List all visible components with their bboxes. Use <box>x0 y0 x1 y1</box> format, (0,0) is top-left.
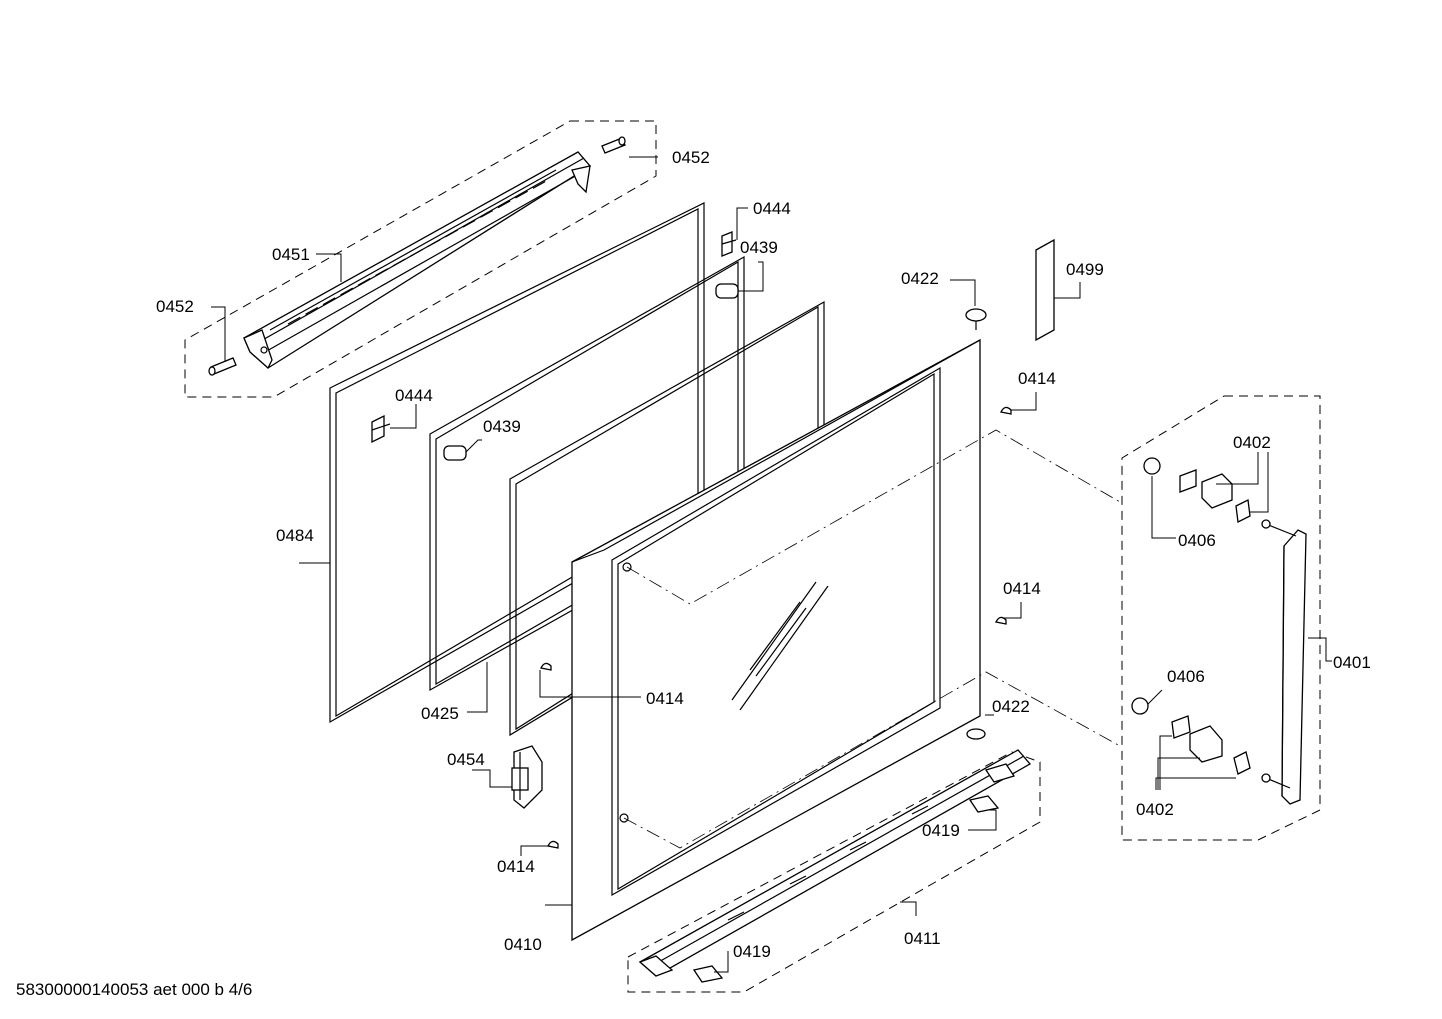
clip-0439-bottom <box>443 439 482 461</box>
label-0406-upper: 0406 <box>1178 531 1216 550</box>
label-0414-d: 0414 <box>497 857 535 876</box>
label-0410: 0410 <box>504 935 542 954</box>
label-0444-bottom: 0444 <box>395 386 433 405</box>
latch-0454 <box>472 745 543 809</box>
label-0414-a: 0414 <box>1018 369 1056 388</box>
label-0451: 0451 <box>272 245 310 264</box>
bracket-0419-b <box>692 951 729 983</box>
pin-0452-left <box>208 357 237 376</box>
pin-0452-right <box>601 136 626 154</box>
part-labels: 0452 0452 0451 0444 0444 0439 0439 0484 … <box>156 148 1371 961</box>
label-0425: 0425 <box>421 704 459 723</box>
screw-0422-top <box>950 279 987 330</box>
block-0402-upper <box>1201 473 1233 509</box>
label-0402-upper: 0402 <box>1233 433 1271 452</box>
label-0499: 0499 <box>1066 260 1104 279</box>
bushing-0414-a <box>1000 392 1037 415</box>
clip-0444-bottom <box>371 404 417 444</box>
label-0414-c: 0414 <box>646 689 684 708</box>
label-0419-b: 0419 <box>733 942 771 961</box>
inner-door-frame <box>571 338 981 942</box>
handle-boundary <box>1121 395 1321 841</box>
label-0402-lower: 0402 <box>1136 800 1174 819</box>
bottom-trim-group <box>627 749 1041 993</box>
bracket-0419-a <box>968 795 1000 831</box>
label-0422-bottom: 0422 <box>992 697 1030 716</box>
label-0401: 0401 <box>1333 653 1371 672</box>
block-0402-lower <box>1189 725 1223 763</box>
label-0422-top: 0422 <box>901 269 939 288</box>
cap-0406-upper <box>1143 457 1161 475</box>
label-0444-top: 0444 <box>753 199 791 218</box>
label-0454: 0454 <box>447 750 485 769</box>
label-0414-b: 0414 <box>1003 579 1041 598</box>
clip-0439-top <box>715 261 764 299</box>
assembly-line-lower <box>623 671 1121 849</box>
handle-bar-0401 <box>1281 529 1307 805</box>
bushing-0414-b <box>995 602 1022 625</box>
clip-0444-top <box>721 207 748 257</box>
label-0411: 0411 <box>904 929 941 948</box>
top-trim-endcap <box>243 329 273 370</box>
handle-group <box>1121 395 1332 841</box>
top-trim-group <box>184 120 658 398</box>
label-0406-lower: 0406 <box>1167 667 1205 686</box>
drawing-reference-footer: 58300000140053 aet 000 b 4/6 <box>16 980 253 999</box>
label-0452-left: 0452 <box>156 297 194 316</box>
washer-0422-bottom <box>966 714 994 740</box>
inner-door-0410 <box>545 338 981 942</box>
label-0439-top: 0439 <box>740 238 778 257</box>
label-strip-0499 <box>1035 238 1081 342</box>
label-0439-bottom: 0439 <box>483 417 521 436</box>
assembly-line-upper <box>626 429 1121 605</box>
label-0484: 0484 <box>276 526 314 545</box>
plate-0402-lower <box>1171 715 1191 739</box>
top-trim-boundary <box>184 120 657 398</box>
cap-0406-lower <box>1131 697 1149 715</box>
label-0419-a: 0419 <box>922 821 960 840</box>
plate-0402-upper <box>1179 469 1197 493</box>
bottom-trim-boundary <box>627 751 1041 993</box>
bushing-0414-c <box>539 662 641 698</box>
label-0452-right: 0452 <box>672 148 710 167</box>
bushing-0414-d <box>520 840 559 856</box>
